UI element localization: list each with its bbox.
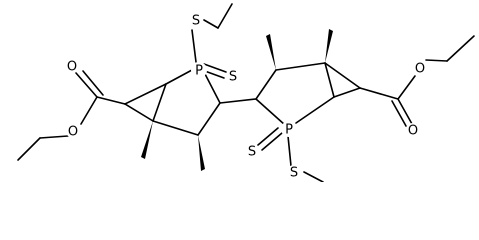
bond (303, 171, 324, 182)
oxygen-label-ester-2: O (415, 62, 425, 77)
bond (333, 87, 361, 98)
bond (359, 87, 399, 100)
sulfur-label-thione-1: S (229, 70, 237, 85)
bond (397, 98, 413, 125)
bond (75, 72, 98, 98)
oxygen-label-ester-1: O (68, 125, 78, 140)
bond (324, 62, 361, 89)
bond (191, 29, 197, 63)
bond (82, 70, 104, 96)
oxygen-label-carbonyl-1: O (67, 60, 77, 75)
wedge-bond (141, 121, 153, 159)
bond (197, 102, 221, 136)
bond (255, 98, 286, 126)
bond (219, 98, 257, 104)
bond (80, 96, 98, 125)
bond (261, 132, 283, 151)
bond (203, 71, 221, 104)
right-ring-system (255, 29, 475, 182)
bond (391, 100, 407, 127)
molecule-drawing: P S S O O P S S O O (17, 3, 475, 182)
bond (217, 3, 233, 29)
structure-diagram: P S S O O P S S O O (17, 3, 475, 182)
bond (152, 120, 199, 136)
sulfur-label-thione-2: S (248, 145, 256, 160)
bond (152, 83, 167, 122)
atom-labels: P S S O O P S S O O (65, 13, 427, 181)
wedge-bond (198, 135, 205, 171)
bond (17, 137, 41, 161)
bond (96, 96, 126, 105)
bond (324, 62, 335, 98)
sulfur-label-methylthio-2: S (290, 166, 298, 181)
bond (397, 75, 416, 100)
oxygen-label-carbonyl-2: O (408, 124, 418, 139)
bond (203, 19, 219, 29)
bond (203, 63, 227, 73)
bond (275, 62, 326, 71)
bond (255, 69, 277, 100)
sulfur-label-methylthio-1: S (192, 14, 200, 29)
bond (165, 69, 193, 85)
bond (39, 135, 69, 139)
left-ring-system (17, 3, 257, 171)
bond (287, 135, 292, 167)
bond (257, 127, 279, 146)
phosphorus-label-1: P (195, 64, 203, 79)
bond (446, 35, 475, 62)
phosphorus-label-2: P (285, 123, 293, 138)
bond (124, 83, 167, 105)
bond (295, 96, 335, 124)
bond (124, 103, 154, 122)
wedge-bond (325, 29, 333, 63)
bond (425, 59, 448, 62)
wedge-bond (266, 34, 276, 70)
